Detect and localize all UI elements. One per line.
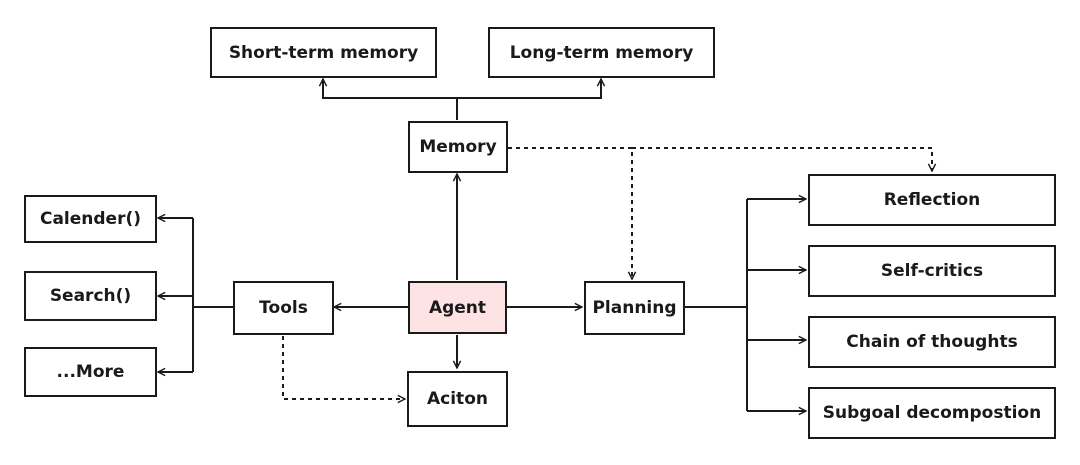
action-box: Aciton: [407, 371, 508, 427]
memory-to-long-term-arrow: [457, 79, 601, 99]
self-critics-box: Self-critics: [808, 245, 1056, 297]
subgoal-decomposition-box: Subgoal decompostion: [808, 387, 1056, 439]
planning-stem-connector: [685, 199, 748, 411]
long-term-memory-box: Long-term memory: [488, 27, 715, 78]
planning-box: Planning: [584, 281, 685, 335]
memory-to-short-term-arrow: [323, 79, 457, 99]
search-tool-box: Search(): [24, 271, 157, 321]
tools-to-action-dashed-arrow: [282, 336, 405, 399]
memory-to-reflection-dashed-arrow: [632, 147, 932, 171]
memory-to-planning-dashed-arrow: [508, 147, 632, 279]
calender-tool-box: Calender(): [24, 195, 157, 243]
more-tools-box: ...More: [24, 347, 157, 397]
short-term-memory-box: Short-term memory: [210, 27, 437, 78]
memory-box: Memory: [408, 121, 508, 173]
tools-stem-connector: [192, 218, 233, 372]
agent-box: Agent: [408, 281, 507, 334]
reflection-box: Reflection: [808, 174, 1056, 226]
tools-box: Tools: [233, 281, 334, 335]
chain-of-thoughts-box: Chain of thoughts: [808, 316, 1056, 368]
